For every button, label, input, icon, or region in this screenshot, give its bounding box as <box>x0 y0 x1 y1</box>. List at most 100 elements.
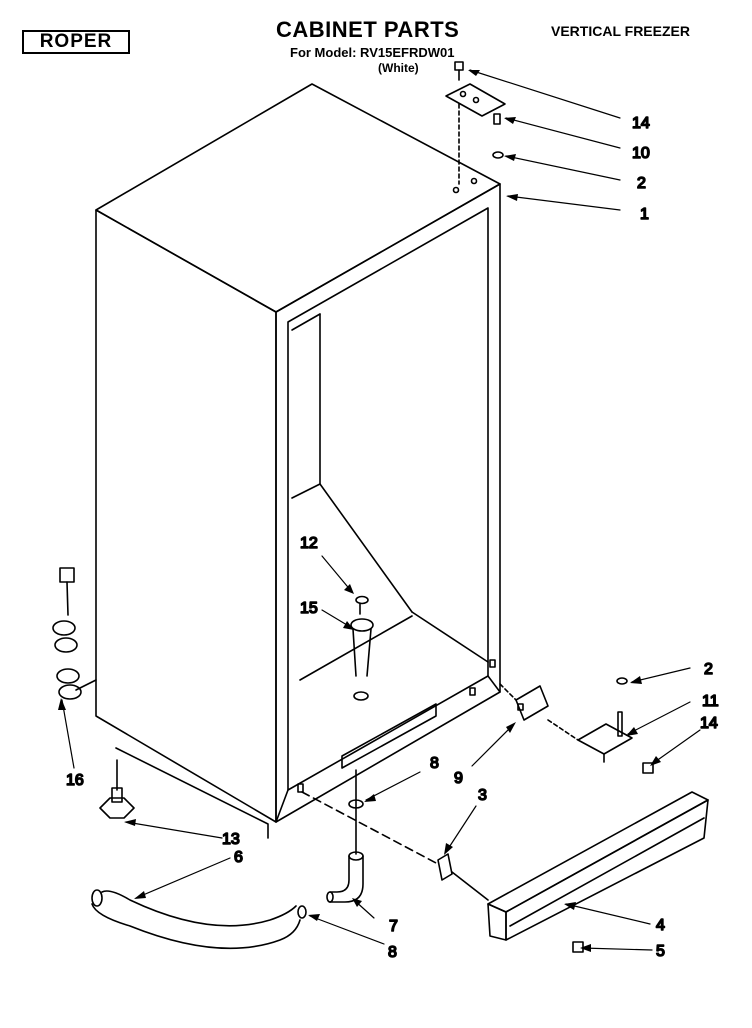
callout-13: 13 <box>222 831 240 848</box>
drain-hose <box>91 890 301 950</box>
lower-hinge-screw <box>642 762 654 774</box>
arrowhead <box>352 898 362 907</box>
lower-hinge-plate <box>577 723 633 755</box>
grille-clip-hole <box>297 783 304 793</box>
power-cord-coil <box>52 620 76 636</box>
power-cord-plug <box>59 567 75 583</box>
grille-clip <box>437 853 453 881</box>
page-title: CABINET PARTS <box>276 17 460 42</box>
leader-line-12 <box>321 555 353 593</box>
leader-line-9 <box>471 723 515 767</box>
leader-line-6 <box>135 857 231 899</box>
arrowhead <box>626 727 638 736</box>
callout-3: 3 <box>478 787 487 804</box>
cabinet-front-frame <box>275 183 501 823</box>
frame-corner <box>487 675 501 693</box>
grille-screw <box>572 941 584 953</box>
drain-hose-end <box>91 889 103 907</box>
model-number: For Model: RV15EFRDW01 <box>290 45 455 60</box>
callout-2b: 2 <box>704 661 713 678</box>
arrowhead <box>580 944 591 952</box>
drain-tube-side <box>352 628 357 677</box>
toe-grille-face <box>505 799 709 941</box>
hinge-pin <box>493 113 501 125</box>
leader-line-16 <box>61 699 75 769</box>
arrowheads <box>58 70 661 952</box>
base-outline <box>115 747 269 839</box>
drain-washer <box>348 799 364 809</box>
drain-tube-side <box>366 628 372 677</box>
cabinet <box>95 83 501 839</box>
hinge-hole <box>470 177 478 185</box>
arrowhead <box>444 843 453 855</box>
brand-name: ROPER <box>39 31 113 52</box>
arrowhead <box>58 698 66 710</box>
leader-lines <box>61 69 701 951</box>
callout-14b: 14 <box>700 715 718 732</box>
liner-top-edge <box>291 313 321 331</box>
top-hinge-assembly <box>445 61 506 185</box>
arrowhead <box>308 914 320 921</box>
arrowhead <box>468 70 480 76</box>
leader-line-1 <box>507 195 621 211</box>
toe-grille-top <box>487 791 709 913</box>
callout-16: 16 <box>66 772 84 789</box>
arrowhead <box>344 584 354 594</box>
leader-line-5 <box>581 947 653 951</box>
callout-15: 15 <box>300 600 318 617</box>
callout-6: 6 <box>234 849 243 866</box>
breaker-slot <box>341 703 437 769</box>
leader-line-3 <box>445 805 477 853</box>
leader-line-14 <box>469 69 621 119</box>
hinge-plate-hole <box>472 96 480 104</box>
liner-shelf-line <box>299 615 413 681</box>
power-cord <box>52 567 97 700</box>
brand-logo-frame <box>22 30 130 54</box>
brand-logo: ROPER <box>22 30 130 54</box>
arrowhead <box>650 756 661 766</box>
power-cord-wire <box>66 581 69 616</box>
power-cord-coil <box>56 668 80 684</box>
arrowhead <box>504 154 516 161</box>
lower-hinge-bracket <box>515 685 549 721</box>
drain-tube-top <box>350 618 374 632</box>
lower-hinge-pin <box>617 711 623 737</box>
liner-floor-back <box>291 483 413 613</box>
drain-elbow <box>329 855 364 903</box>
arrowhead <box>506 722 516 733</box>
assembly-line <box>547 719 579 741</box>
arrowhead <box>134 891 146 899</box>
drain-plug <box>355 595 369 605</box>
callout-2: 2 <box>637 175 646 192</box>
callout-8: 8 <box>430 755 439 772</box>
toe-grille-rib <box>509 817 705 927</box>
product-category: VERTICAL FREEZER <box>551 23 690 39</box>
leveling-leg-foot <box>99 797 135 819</box>
lower-hinge-assembly <box>499 677 654 774</box>
cabinet-top-face <box>95 83 501 313</box>
drain-tube-hole <box>353 691 369 701</box>
leader-line-13 <box>125 821 223 839</box>
assembly-line <box>499 683 517 701</box>
arrowhead <box>364 794 376 802</box>
leader-line-11 <box>627 701 691 735</box>
power-cord-coil <box>58 684 82 700</box>
arrowhead <box>630 676 642 684</box>
lower-hinge-washer <box>616 677 628 685</box>
arrowhead <box>504 117 516 124</box>
hinge-washer <box>492 151 504 159</box>
liner-floor-edge <box>411 611 489 663</box>
callout-8b: 8 <box>388 944 397 961</box>
callout-labels: 14 10 2 1 12 15 2 11 14 9 8 3 16 13 6 4 … <box>65 114 719 962</box>
power-cord-coil <box>54 637 78 653</box>
hinge-plate-hole <box>459 90 467 98</box>
color-note: (White) <box>378 61 419 75</box>
frame-corner-left <box>275 789 289 823</box>
callout-9: 9 <box>454 770 463 787</box>
toe-grille-end <box>487 903 507 941</box>
callout-10: 10 <box>632 145 650 162</box>
hinge-screw-head <box>454 61 464 71</box>
callout-7: 7 <box>389 918 398 935</box>
leveling-leg-thread <box>111 787 123 803</box>
